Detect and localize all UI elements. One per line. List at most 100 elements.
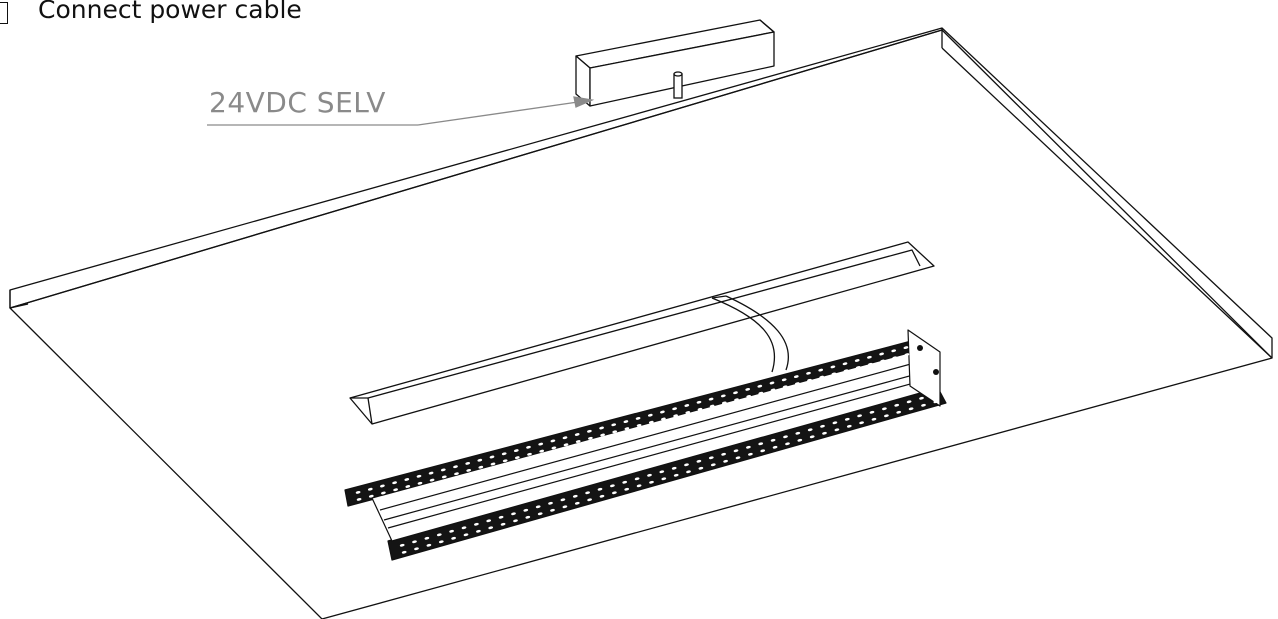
perforation-hole: [882, 407, 887, 411]
perforation-hole: [649, 480, 654, 484]
perforation-hole: [463, 533, 469, 537]
led-profile: [344, 329, 947, 561]
perforation-hole: [818, 368, 824, 372]
perforation-hole: [879, 352, 884, 356]
perforation-hole: [903, 346, 909, 350]
perforation-hole: [659, 470, 665, 474]
perforation-hole: [785, 442, 790, 446]
perforation-hole: [660, 410, 665, 414]
perforation-hole: [424, 536, 430, 540]
perforation-hole: [550, 508, 555, 512]
perforation-hole: [696, 459, 702, 463]
perforation-hole: [399, 543, 405, 547]
perforation-hole: [466, 468, 472, 472]
perforation-hole: [405, 485, 411, 488]
perforation-hole: [513, 519, 518, 523]
perforation-hole: [380, 484, 385, 488]
perforation-hole: [723, 459, 728, 463]
perforation-hole: [760, 449, 766, 453]
perforation-hole: [428, 471, 434, 475]
flange-perforations: [355, 346, 939, 554]
perforation-hole: [832, 421, 838, 425]
perforation-hole: [696, 400, 702, 404]
perforation-hole: [867, 355, 872, 359]
perforation-hole: [560, 498, 566, 502]
perforation-hole: [574, 433, 580, 436]
perforation-hole: [757, 384, 763, 388]
perforation-hole: [794, 382, 800, 386]
perforation-hole: [834, 428, 840, 432]
perforation-hole: [733, 449, 739, 453]
perforation-hole: [612, 430, 618, 434]
perforation-hole: [783, 435, 788, 439]
perforation-hole: [647, 413, 653, 417]
perforation-hole: [404, 478, 410, 481]
perforation-hole: [933, 400, 939, 404]
perforation-hole: [548, 501, 553, 505]
perforation-hole: [746, 445, 751, 449]
perforation-hole: [489, 455, 495, 459]
perforation-hole: [392, 481, 397, 485]
perforation-hole: [931, 393, 937, 397]
driver-box-side: [589, 31, 775, 107]
perforation-hole: [526, 445, 531, 449]
perforation-hole: [891, 349, 897, 353]
perforation-hole: [453, 465, 458, 469]
perforation-hole: [880, 359, 885, 363]
perforation-hole: [511, 512, 516, 516]
perforation-hole: [686, 470, 691, 474]
perforation-hole: [809, 435, 815, 439]
callout-leader: [207, 96, 595, 126]
perforation-hole: [624, 487, 630, 491]
perforation-hole: [673, 473, 679, 477]
perforation-hole: [896, 410, 902, 414]
perforation-hole: [844, 417, 850, 421]
perforation-hole: [685, 411, 691, 414]
perforation-hole: [572, 494, 578, 498]
checkbox-empty-icon[interactable]: [0, 2, 8, 24]
power-cable: [711, 295, 789, 373]
perforation-hole: [855, 366, 861, 369]
perforation-hole: [758, 391, 764, 395]
perforation-hole: [368, 494, 374, 498]
perforation-hole: [684, 463, 689, 467]
perforation-hole: [539, 449, 545, 453]
profile-end-cap: [907, 329, 941, 407]
voltage-callout: 24VDC SELV: [209, 86, 386, 119]
perforation-hole: [441, 475, 447, 479]
perforation-hole: [355, 490, 361, 494]
perforation-hole: [367, 487, 373, 491]
perforation-hole: [535, 505, 541, 509]
perforation-hole: [854, 359, 860, 362]
perforation-hole: [795, 431, 801, 435]
perforation-hole: [822, 431, 827, 435]
perforation-hole: [412, 540, 417, 544]
perforation-hole: [710, 463, 716, 467]
perforation-hole: [381, 491, 386, 495]
perforation-hole: [486, 519, 492, 523]
perforation-hole: [622, 480, 628, 484]
perforation-hole: [414, 547, 419, 551]
perforation-hole: [416, 474, 422, 478]
perforation-hole: [426, 543, 432, 547]
perforation-hole: [843, 369, 849, 373]
perforation-hole: [634, 477, 640, 481]
perforation-hole: [894, 403, 900, 407]
perforation-hole: [474, 522, 479, 526]
perforation-hole: [454, 472, 459, 476]
perforation-hole: [735, 456, 741, 460]
perforation-hole: [502, 459, 508, 463]
perforation-hole: [498, 515, 504, 519]
perforation-hole: [906, 400, 912, 404]
perforation-hole: [500, 522, 506, 526]
driver-cable: [673, 71, 683, 99]
perforation-hole: [908, 407, 914, 411]
perforation-hole: [478, 465, 484, 469]
perforation-hole: [769, 381, 775, 385]
perforation-hole: [733, 391, 738, 395]
perforation-hole: [449, 529, 454, 533]
perforation-hole: [698, 466, 704, 470]
perforation-hole: [551, 446, 557, 450]
perforation-hole: [440, 468, 446, 472]
